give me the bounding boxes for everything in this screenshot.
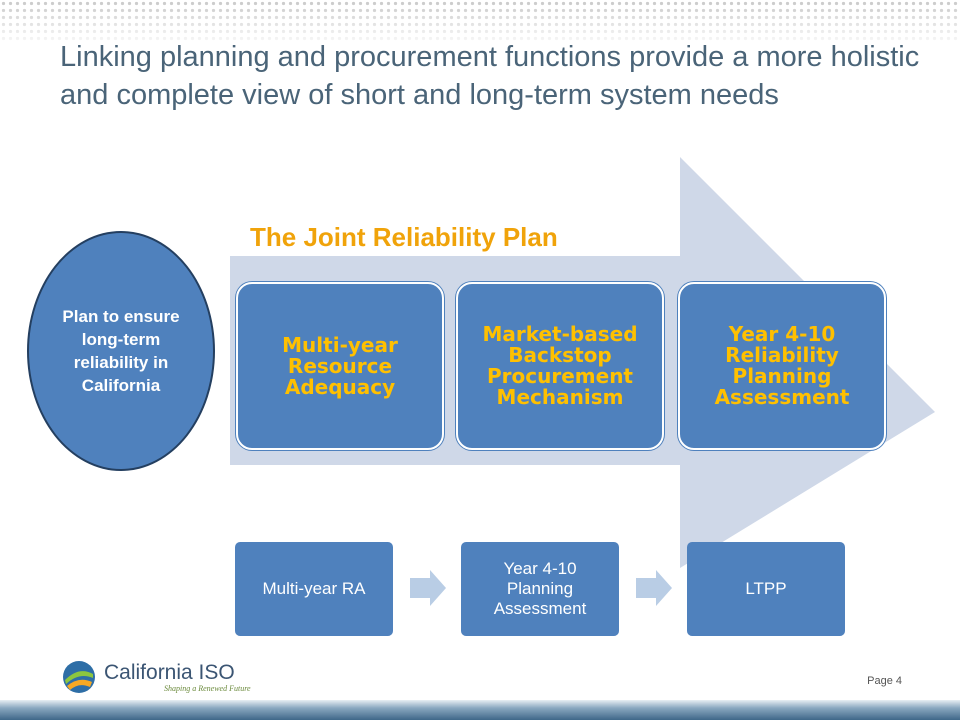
- chevron-right-icon: [410, 570, 446, 606]
- footer-bar: [0, 700, 960, 720]
- box-multi-year-resource-adequacy: Multi-year Resource Adequacy: [236, 282, 444, 450]
- box-label: Market-based Backstop Procurement Mechan…: [482, 322, 638, 409]
- chevron-right-icon: [636, 570, 672, 606]
- step-year-4-10-planning: Year 4-10 Planning Assessment: [461, 542, 619, 636]
- step-label: Multi-year RA: [262, 579, 366, 598]
- logo-tagline: Shaping a Renewed Future: [164, 683, 251, 693]
- step-label: Year 4-10 Planning Assessment: [493, 559, 587, 618]
- step-ltpp: LTPP: [687, 542, 845, 636]
- plan-heading: The Joint Reliability Plan: [250, 222, 558, 252]
- header-dot-fade: [0, 0, 960, 42]
- step-label: LTPP: [745, 579, 787, 598]
- page-number: Page 4: [867, 675, 902, 687]
- step-multi-year-ra: Multi-year RA: [235, 542, 393, 636]
- box-market-based-backstop: Market-based Backstop Procurement Mechan…: [456, 282, 664, 450]
- slide-title: Linking planning and procurement functio…: [60, 41, 920, 111]
- logo-name: California ISO: [104, 660, 235, 684]
- plan-oval: Plan to ensure long-term reliability in …: [27, 231, 215, 471]
- box-year-4-10-reliability: Year 4-10 Reliability Planning Assessmen…: [678, 282, 886, 450]
- box-label: Year 4-10 Reliability Planning Assessmen…: [714, 322, 850, 409]
- california-iso-logo: California ISO Shaping a Renewed Future: [62, 657, 251, 697]
- box-label: Multi-year Resource Adequacy: [282, 332, 398, 399]
- california-iso-logo-icon: [63, 661, 95, 693]
- plan-oval-text: Plan to ensure long-term reliability in …: [62, 307, 180, 395]
